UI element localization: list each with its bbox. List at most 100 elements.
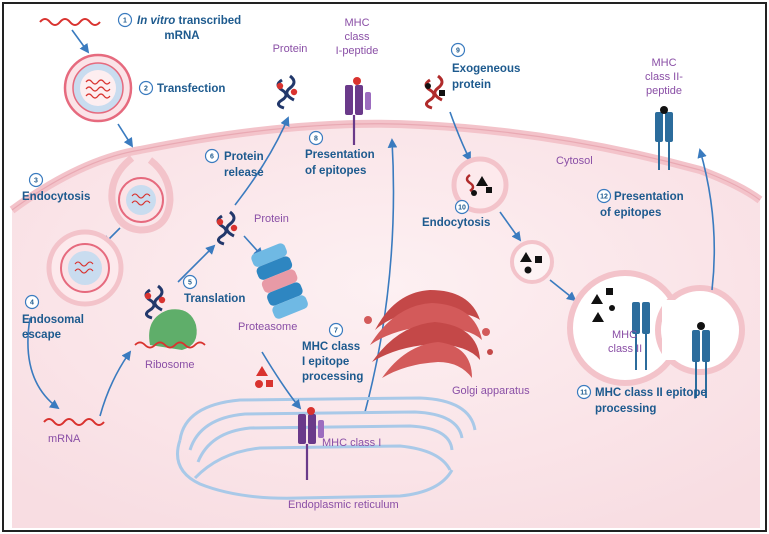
- endoplasmic-reticulum: [176, 396, 477, 500]
- label-protein-release-1: Protein: [224, 151, 264, 163]
- step-badge-8: [308, 130, 324, 146]
- endocytic-vesicle: [451, 156, 509, 214]
- step-num-11: 11: [580, 390, 588, 397]
- mhc-class-ii-loaded: [692, 322, 710, 398]
- step-badge-11: [576, 384, 592, 400]
- arrow-2-3: [117, 123, 134, 148]
- step-badge-2: [138, 80, 154, 96]
- label-mrna-bottom: mRNA: [48, 433, 81, 445]
- label-escape: escape: [22, 329, 61, 341]
- label-processing-7: processing: [302, 371, 363, 383]
- transfection-vesicle: [63, 53, 133, 123]
- arrow-10-fragments: [499, 211, 522, 242]
- label-mhc1-l1: MHC: [344, 17, 369, 29]
- label-epitopes-12: of epitopes: [600, 207, 661, 219]
- label-i-epitope: I epitope: [302, 356, 349, 368]
- step-badge-10: [454, 199, 470, 215]
- arrow-1-2: [71, 29, 90, 54]
- label-mhc2-l2: class II-: [645, 71, 683, 83]
- label-mhc1-l3: I-peptide: [336, 45, 379, 57]
- label-protein-top: Protein: [273, 43, 308, 55]
- step-badge-1: [117, 12, 133, 28]
- label-translation: Translation: [184, 293, 245, 305]
- arrow-to-mhc2-compartment: [549, 279, 577, 302]
- step-num-9: 9: [456, 48, 460, 55]
- step-num-7: 7: [334, 328, 338, 335]
- mhc-class-ii-peptide-top: [655, 106, 673, 170]
- step-num-3: 3: [34, 178, 38, 185]
- golgi-apparatus: [364, 290, 493, 378]
- arrow-5-6: [177, 244, 216, 283]
- label-processing-11: processing: [595, 403, 656, 415]
- label-protein-9: protein: [452, 79, 491, 91]
- label-mhc-class-i: MHC class I: [322, 437, 381, 449]
- step-badge-9: [450, 42, 466, 58]
- mhc-ii-compartment: [567, 270, 745, 386]
- protein-mid: [216, 210, 238, 246]
- arrow-6-release: [234, 116, 290, 206]
- label-mhc2-mid-l2: class II: [608, 343, 642, 355]
- endosome: [46, 229, 124, 307]
- label-epitopes-8: of epitopes: [305, 165, 366, 177]
- label-presentation-8: Presentation: [305, 149, 375, 161]
- step-badge-7: [328, 322, 344, 338]
- step-num-8: 8: [314, 136, 318, 143]
- label-mrna-step1: mRNA: [164, 30, 199, 42]
- step-num-12: 12: [600, 194, 608, 201]
- exogenous-protein: [424, 74, 445, 110]
- step-num-4: 4: [30, 300, 34, 307]
- mhc-class-i-er: [298, 407, 324, 480]
- arrow-proteasome-er: [261, 351, 302, 410]
- mrna-squiggle-top: [39, 18, 101, 26]
- step-num-2: 2: [144, 86, 148, 93]
- proteasome: [251, 243, 308, 319]
- protein-released: [276, 74, 298, 110]
- step-num-5: 5: [188, 280, 192, 287]
- mhc-class-ii-in-compartment: [632, 302, 650, 370]
- step-badge-3: [28, 172, 44, 188]
- label-mhc2-l3: peptide: [646, 85, 682, 97]
- step-num-1: 1: [123, 18, 127, 25]
- ribosome: [134, 309, 206, 350]
- arrow-er-surface: [364, 138, 398, 413]
- label-exogeneous: Exogeneous: [452, 63, 520, 75]
- label-mhc1-l2: class: [344, 31, 370, 43]
- step-badge-4: [24, 294, 40, 310]
- label-proteasome: Proteasome: [238, 321, 297, 333]
- membrane-outline: [11, 123, 761, 211]
- step-badge-5: [182, 274, 198, 290]
- step-badge-6: [204, 148, 220, 164]
- label-mhc-class: MHC class: [302, 341, 360, 353]
- fragment-vesicle: [510, 240, 554, 284]
- label-endocytosis-3: Endocytosis: [22, 191, 90, 203]
- mrna-squiggle-bottom: [43, 418, 105, 426]
- label-mhc2-mid-l1: MHC: [612, 329, 637, 341]
- arrow-mrna-ribosome: [99, 350, 132, 417]
- arrow-9-10: [449, 111, 471, 162]
- label-mhc2-l1: MHC: [651, 57, 676, 69]
- peptide-fragments: [255, 366, 273, 388]
- label-endocytosis-10: Endocytosis: [422, 217, 490, 229]
- label-er: Endoplasmic reticulum: [288, 499, 399, 511]
- step-num-6: 6: [210, 154, 214, 161]
- label-in-vitro: In vitro transcribed: [137, 15, 241, 27]
- label-golgi: Golgi apparatus: [452, 385, 530, 397]
- arrow-4-mrna: [27, 317, 60, 410]
- label-endosomal: Endosomal: [22, 314, 84, 326]
- step-badge-12: [596, 188, 612, 204]
- label-transfection: Transfection: [157, 83, 225, 95]
- mhc-class-i-peptide: [345, 77, 371, 145]
- protein-translation: [144, 284, 166, 320]
- label-cytosol: Cytosol: [556, 155, 593, 167]
- label-protein-release-2: release: [224, 167, 264, 179]
- label-presentation-12: Presentation: [614, 191, 684, 203]
- endocytosis-vesicle: [108, 155, 174, 234]
- label-ribosome: Ribosome: [145, 359, 195, 371]
- step-num-10: 10: [458, 205, 466, 212]
- label-protein-mid: Protein: [254, 213, 289, 225]
- label-mhc-class-ii-epitope: MHC class II epitope: [595, 387, 707, 399]
- arrow-11-12: [697, 148, 716, 291]
